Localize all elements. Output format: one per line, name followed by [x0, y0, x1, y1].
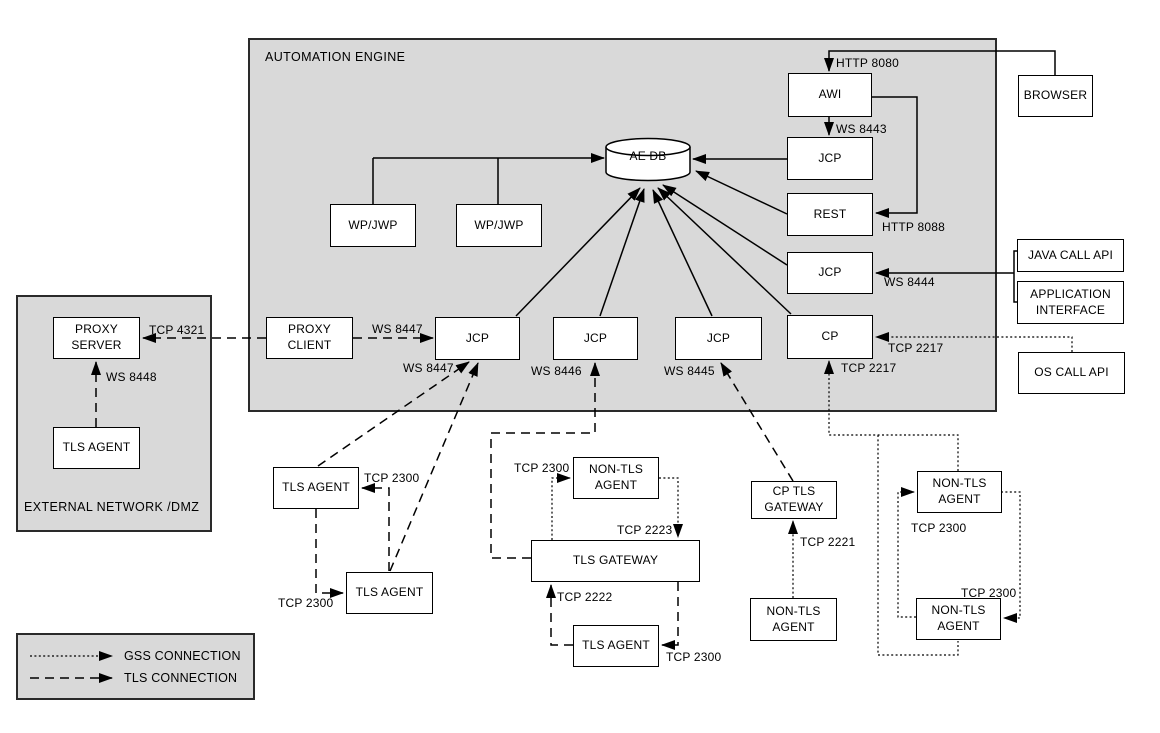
port-label-tcp-2223: TCP 2223 — [617, 523, 673, 537]
conn-cptlsgateway-to-jcp3 — [720, 362, 794, 482]
legend-tls-label: TLS CONNECTION — [124, 671, 238, 685]
port-label-tcp-2300-left-upper: TCP 2300 — [364, 471, 420, 485]
node-proxy-server: PROXY SERVER — [53, 317, 140, 359]
port-label-tcp-2300-left-lower: TCP 2300 — [278, 596, 334, 610]
conn-nontls-right-lower-to-upper — [897, 487, 916, 618]
conn-tlsagent-lower-to-jcp1 — [389, 362, 479, 572]
node-tls-agent-left-lower: TLS AGENT — [346, 572, 433, 614]
port-label-http-8080: HTTP 8080 — [836, 56, 899, 70]
node-java-call-api: JAVA CALL API — [1017, 239, 1124, 272]
node-non-tls-agent-cp: NON-TLS AGENT — [750, 598, 837, 641]
port-label-tcp-2217-os: TCP 2217 — [888, 341, 944, 355]
port-label-tcp-4321: TCP 4321 — [149, 323, 205, 337]
node-wp-jwp-2: WP/JWP — [456, 204, 542, 247]
conn-jcp3-to-aedb — [652, 189, 713, 317]
conn-jcp2-to-aedb — [599, 188, 645, 317]
node-jcp-top: JCP — [787, 137, 873, 180]
node-awi: AWI — [788, 73, 872, 117]
port-label-ws-8447-agents: WS 8447 — [403, 361, 454, 375]
node-rest: REST — [787, 193, 873, 236]
conn-tlsagent-lower-to-upper — [361, 483, 390, 571]
conn-tlsgateway-to-nontlsmid — [551, 473, 571, 540]
port-label-ws-8444: WS 8444 — [884, 275, 935, 289]
port-label-tcp-2221: TCP 2221 — [800, 535, 856, 549]
port-label-tcp-2217-agents: TCP 2217 — [841, 361, 897, 375]
port-label-ws-8443: WS 8443 — [836, 122, 887, 136]
conn-nontls-right-lower-branch — [877, 435, 959, 656]
automation-engine-label: AUTOMATION ENGINE — [265, 50, 406, 64]
legend-gss-label: GSS CONNECTION — [124, 649, 241, 663]
node-jcp-mid: JCP — [787, 252, 873, 294]
port-label-tcp-2222: TCP 2222 — [557, 590, 613, 604]
node-application-interface: APPLICATION INTERFACE — [1017, 281, 1124, 324]
node-non-tls-agent-right-upper: NON-TLS AGENT — [917, 471, 1002, 513]
conn-tlsgateway-to-jcp2 — [490, 362, 600, 559]
conn-nontlsmid-to-tlsgateway — [659, 477, 683, 538]
node-browser: BROWSER — [1018, 75, 1093, 117]
node-cp: CP — [787, 315, 873, 359]
node-os-call-api: OS CALL API — [1018, 352, 1125, 394]
node-non-tls-agent-mid: NON-TLS AGENT — [573, 457, 659, 499]
port-label-tcp-2300-right-upper: TCP 2300 — [911, 521, 967, 535]
port-label-ws-8448: WS 8448 — [106, 370, 157, 384]
conn-cp-to-aedb — [657, 187, 792, 315]
node-tls-gateway: TLS GATEWAY — [531, 540, 700, 582]
conn-wpjwp-to-aedb — [372, 158, 604, 204]
port-label-ws-8447-proxy: WS 8447 — [372, 322, 423, 336]
node-jcp-3: JCP — [675, 317, 762, 360]
conn-tlsgateway-to-tlsagentmid — [661, 582, 679, 650]
conn-tlsagentmid-to-tlsgateway — [546, 584, 573, 646]
node-non-tls-agent-right-lower: NON-TLS AGENT — [916, 598, 1001, 640]
port-label-ws-8445: WS 8445 — [664, 364, 715, 378]
conn-browser-to-awi — [824, 50, 1056, 76]
external-network-dmz-label: EXTERNAL NETWORK /DMZ — [24, 500, 200, 514]
node-tls-agent-mid: TLS AGENT — [573, 625, 659, 667]
node-proxy-client: PROXY CLIENT — [266, 317, 353, 359]
port-label-ws-8446: WS 8446 — [531, 364, 582, 378]
conn-oscallapi-to-cp — [875, 332, 1073, 352]
port-label-tcp-2300-mid-tls: TCP 2300 — [666, 650, 722, 664]
conn-tlsagent-upper-to-lower — [315, 509, 344, 598]
conn-rest-to-aedb — [695, 170, 788, 215]
conn-jcpmid-to-aedb — [662, 184, 788, 266]
node-jcp-1: JCP — [435, 317, 520, 360]
node-tls-agent-dmz: TLS AGENT — [53, 427, 140, 469]
conn-nontls-right-upper-to-lower — [1001, 491, 1021, 623]
node-wp-jwp-1: WP/JWP — [330, 204, 416, 247]
port-label-tcp-2300-right-lower: TCP 2300 — [961, 586, 1017, 600]
node-ae-db-label: AE DB — [629, 149, 667, 163]
conn-tlsagent-upper-to-jcp1 — [317, 361, 470, 467]
port-label-tcp-2300-mid-nontls: TCP 2300 — [514, 461, 570, 475]
conn-javaapi-bracket-to-jcp — [876, 250, 1017, 303]
node-jcp-2: JCP — [553, 317, 638, 360]
conn-jcp1-to-aedb — [515, 187, 641, 317]
port-label-http-8088: HTTP 8088 — [882, 220, 945, 234]
conn-nontls-right-upper-to-cp — [824, 360, 959, 471]
legend-box: GSS CONNECTION TLS CONNECTION — [16, 633, 255, 700]
node-tls-agent-left-upper: TLS AGENT — [273, 467, 359, 509]
node-cp-tls-gateway: CP TLS GATEWAY — [751, 481, 837, 519]
ae-db-cylinder — [605, 137, 691, 182]
conn-awi-to-rest — [872, 96, 918, 218]
external-network-dmz-region: EXTERNAL NETWORK /DMZ — [16, 295, 212, 532]
